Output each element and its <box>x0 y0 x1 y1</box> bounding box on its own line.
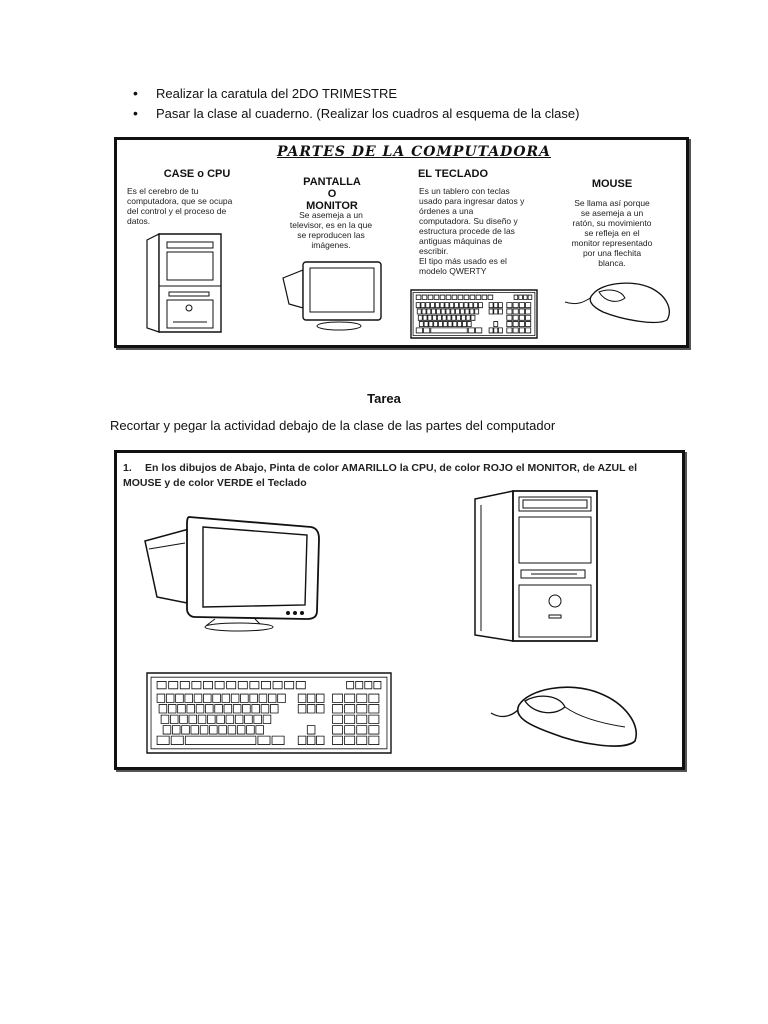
mouse-line: se refleja en el <box>584 228 640 238</box>
mouse-drawing-icon <box>489 683 639 749</box>
mouse-heading: MOUSE <box>591 178 633 190</box>
monitor-heading-line: PANTALLA <box>303 176 361 188</box>
mouse-icon <box>563 280 675 326</box>
mouse-line: Se llama así porque <box>574 198 650 208</box>
cpu-drawing-icon <box>473 491 599 643</box>
bullet-item: Realizar la caratula del 2DO TRIMESTRE <box>133 83 579 104</box>
case-description: Es el cerebro de tu computadora, que se … <box>127 186 232 226</box>
monitor-description: Se asemeja a un televisor, es en la que … <box>281 210 381 250</box>
task-number: 1. <box>123 462 132 474</box>
monitor-heading-line: MONITOR <box>306 200 358 212</box>
case-line: computadora, que se ocupa <box>127 196 233 206</box>
bullet-item: Pasar la clase al cuaderno. (Realizar lo… <box>133 103 579 124</box>
keyboard-line: computadora. Su diseño y <box>419 216 518 226</box>
activity-frame: 1.En los dibujos de Abajo, Pinta de colo… <box>114 450 685 770</box>
mouse-line: monitor representado <box>571 238 653 248</box>
keyboard-line: escribir. <box>419 246 449 256</box>
monitor-line: se reproducen las <box>297 230 365 240</box>
mouse-line: por una flechita <box>582 248 642 258</box>
keyboard-drawing-icon <box>147 673 391 753</box>
keyboard-heading: EL TECLADO <box>417 168 489 180</box>
case-line: del control y el proceso de <box>127 206 227 216</box>
task-instruction: 1.En los dibujos de Abajo, Pinta de colo… <box>123 461 677 491</box>
monitor-icon <box>283 260 383 332</box>
keyboard-line: usado para ingresar datos y <box>419 196 525 206</box>
mouse-description: Se llama así porque se asemeja a un rató… <box>557 198 667 268</box>
mouse-line: ratón, su movimiento <box>572 218 652 228</box>
keyboard-line: órdenes a una <box>419 206 474 216</box>
case-line: Es el cerebro de tu <box>127 186 199 196</box>
tarea-heading: Tarea <box>367 391 401 406</box>
cpu-tower-icon <box>147 234 223 334</box>
poster-title: PARTES DE LA COMPUTADORA <box>277 144 552 160</box>
monitor-line: imágenes. <box>311 240 351 250</box>
monitor-line: televisor, es en la que <box>289 220 373 230</box>
task-text: En los dibujos de Abajo, Pinta de color … <box>123 462 637 489</box>
poster-frame: PARTES DE LA COMPUTADORA CASE o CPU Es e… <box>114 137 689 348</box>
mouse-line: blanca. <box>598 258 626 268</box>
monitor-line: Se asemeja a un <box>299 210 363 220</box>
keyboard-line: antiguas máquinas de <box>419 236 503 246</box>
monitor-heading-line: O <box>327 188 337 200</box>
keyboard-icon <box>411 290 537 338</box>
tarea-instruction: Recortar y pegar la actividad debajo de … <box>110 418 556 433</box>
monitor-drawing-icon <box>143 513 319 631</box>
case-line: datos. <box>127 216 151 226</box>
keyboard-line: Es un tablero con teclas <box>419 186 510 196</box>
case-heading: CASE o CPU <box>163 168 231 180</box>
keyboard-line: estructura procede de las <box>419 226 515 236</box>
keyboard-line: modelo QWERTY <box>419 266 487 276</box>
mouse-line: se asemeja a un <box>580 208 644 218</box>
keyboard-description: Es un tablero con teclas usado para ingr… <box>419 186 524 276</box>
monitor-heading: PANTALLA O MONITOR <box>287 176 377 212</box>
bullet-list: Realizar la caratula del 2DO TRIMESTRE P… <box>133 83 579 124</box>
keyboard-line: El tipo más usado es el <box>419 256 507 266</box>
